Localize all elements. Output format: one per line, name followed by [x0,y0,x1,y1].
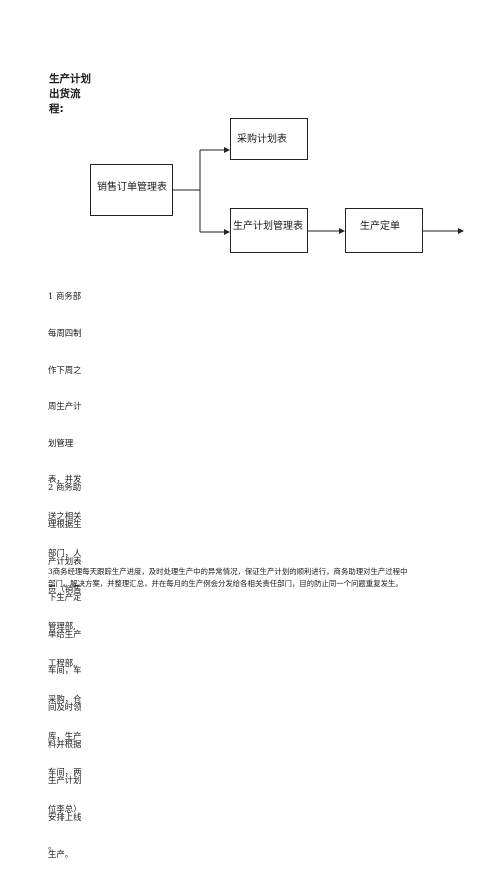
page-title: 生产计划 出货流 程: [49,72,109,117]
text-line: 1 商务部 [48,291,82,302]
text-line: 部门，解决方案，并整理汇总，并在每月的生产例会分发给各相关责任部门，目的防止同一… [48,579,403,588]
text-line: 间及时领 [48,702,82,713]
text-line: 划管理 [48,437,74,448]
text-line: 作下周之 [48,364,82,375]
flow-box-label: 生产定单 [360,221,400,232]
flow-connectors [173,147,464,235]
text-line: 理根据生 [48,519,82,530]
text-line: 员（销售 [48,584,82,595]
flow-box-production-order: 生产定单 [345,208,423,253]
flow-box-label: 生产计划管理表 [233,221,303,232]
text-line: 部门，人 [48,547,82,558]
text-line: 车间，车 [48,665,82,676]
flow-box-label: 采购计划表 [237,134,287,145]
page-title-line: 生产计划 [49,73,91,85]
text-line: 周生产计 [48,401,82,412]
text-line: 2 商务助 [48,482,82,493]
text-line: 生产计划 [48,775,82,786]
text-line: 管理部, [48,620,76,631]
step-3-text: 3商务经理每天跟踪生产进度，及时处理生产中的异常情况，保证生产计划的顺利进行，商… [48,566,458,590]
flow-box-sales-order: 销售订单管理表 [90,164,173,216]
flow-box-purchase-plan: 采购计划表 [230,118,308,160]
page-title-line: 出货流 [49,88,81,100]
page-title-line: 程: [49,103,64,115]
text-line: 每周四制 [48,328,82,339]
text-line: 料并根据 [48,738,82,749]
text-line: 产计划表 [48,555,82,566]
text-line: 采购，仓 [48,694,82,705]
flow-box-label: 销售订单管理表 [97,182,167,193]
step-2-text: 2 商务助 理根据生 产计划表 下生产定 单给生产 车间，车 间及时领 料并根据… [48,457,100,872]
text-line: 表，并发 [48,474,82,485]
text-line: 送之相关 [48,511,82,522]
flow-box-production-plan: 生产计划管理表 [230,208,308,253]
text-line: 安排上线 [48,811,82,822]
text-line: 3商务经理每天跟踪生产进度，及时处理生产中的异常情况，保证生产计划的顺利进行，商… [48,567,408,576]
text-line: 单给生产 [48,628,82,639]
text-line: 工程部, [48,657,76,668]
text-line: 生产。 [48,848,74,859]
text-line: 下生产定 [48,592,82,603]
